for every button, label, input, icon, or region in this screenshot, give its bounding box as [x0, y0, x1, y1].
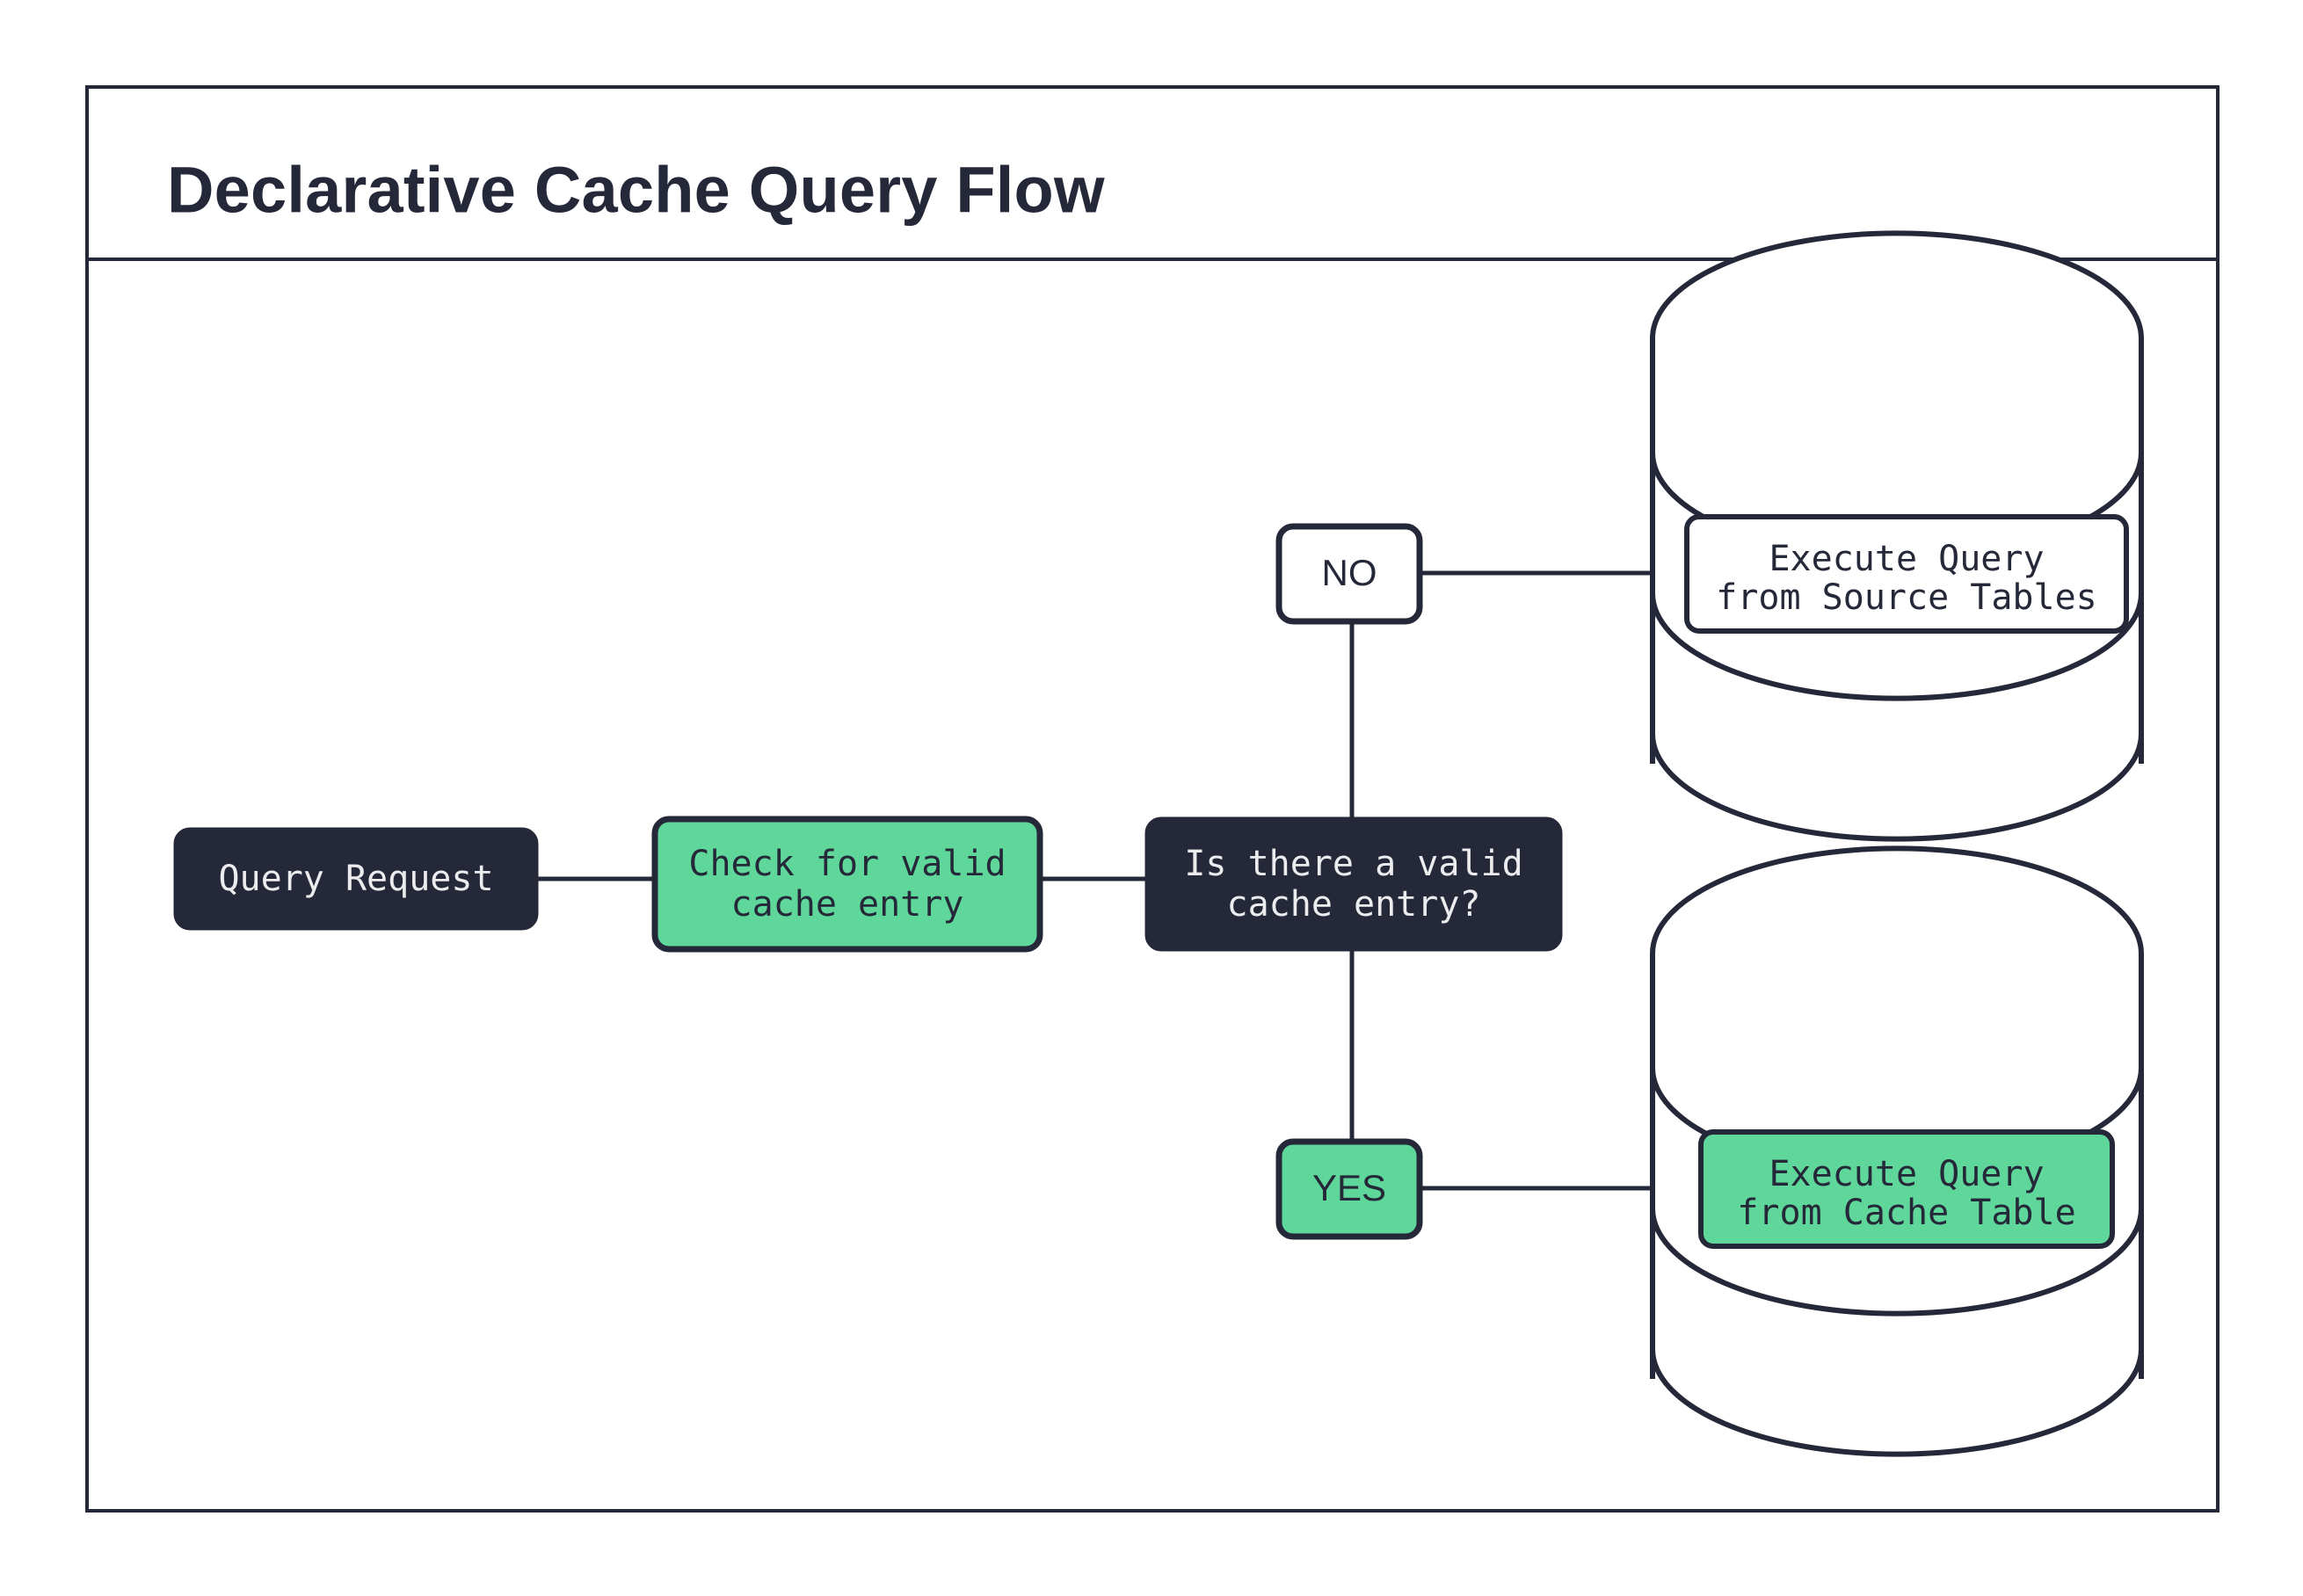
query-request-label: Query Request [218, 859, 493, 899]
decision-label-line2: cache entry? [1227, 884, 1481, 925]
check-cache-box [651, 816, 1043, 953]
cache-db-label-box [1698, 1129, 2115, 1249]
source-db-label-box [1684, 514, 2129, 634]
node-query-request[interactable]: Query Request [173, 827, 539, 931]
source-db-label-line2: from Source Tables [1716, 577, 2096, 618]
cache-table-database[interactable]: Execute Query from Cache Table [1650, 845, 2144, 1457]
cache-db-label-line2: from Cache Table [1737, 1193, 2075, 1233]
query-request-box [173, 827, 539, 931]
page-title: Declarative Cache Query Flow [167, 154, 1105, 227]
check-cache-label-line1: Check for valid [688, 844, 1006, 884]
node-check-cache-entry[interactable]: Check for valid cache entry [651, 816, 1043, 953]
node-branch-no[interactable]: NO [1275, 523, 1423, 625]
edge-layer [534, 570, 1688, 1191]
check-cache-label-line2: cache entry [731, 884, 964, 925]
cylinder-disc-top [1650, 230, 2144, 561]
decision-box [1144, 816, 1563, 952]
cylinder-disc-top [1650, 845, 2144, 1176]
node-branch-yes[interactable]: YES [1275, 1138, 1423, 1240]
branch-no-label: NO [1322, 552, 1377, 593]
source-db-label-line1: Execute Query [1769, 539, 2044, 579]
branch-yes-label: YES [1312, 1167, 1386, 1208]
cache-db-label-line1: Execute Query [1769, 1154, 2044, 1194]
source-tables-database[interactable]: Execute Query from Source Tables [1650, 230, 2144, 842]
branch-no-box [1275, 523, 1423, 625]
branch-yes-box [1275, 1138, 1423, 1240]
node-decision-valid-cache-entry[interactable]: Is there a valid cache entry? [1144, 816, 1563, 952]
decision-label-line1: Is there a valid [1184, 844, 1522, 884]
